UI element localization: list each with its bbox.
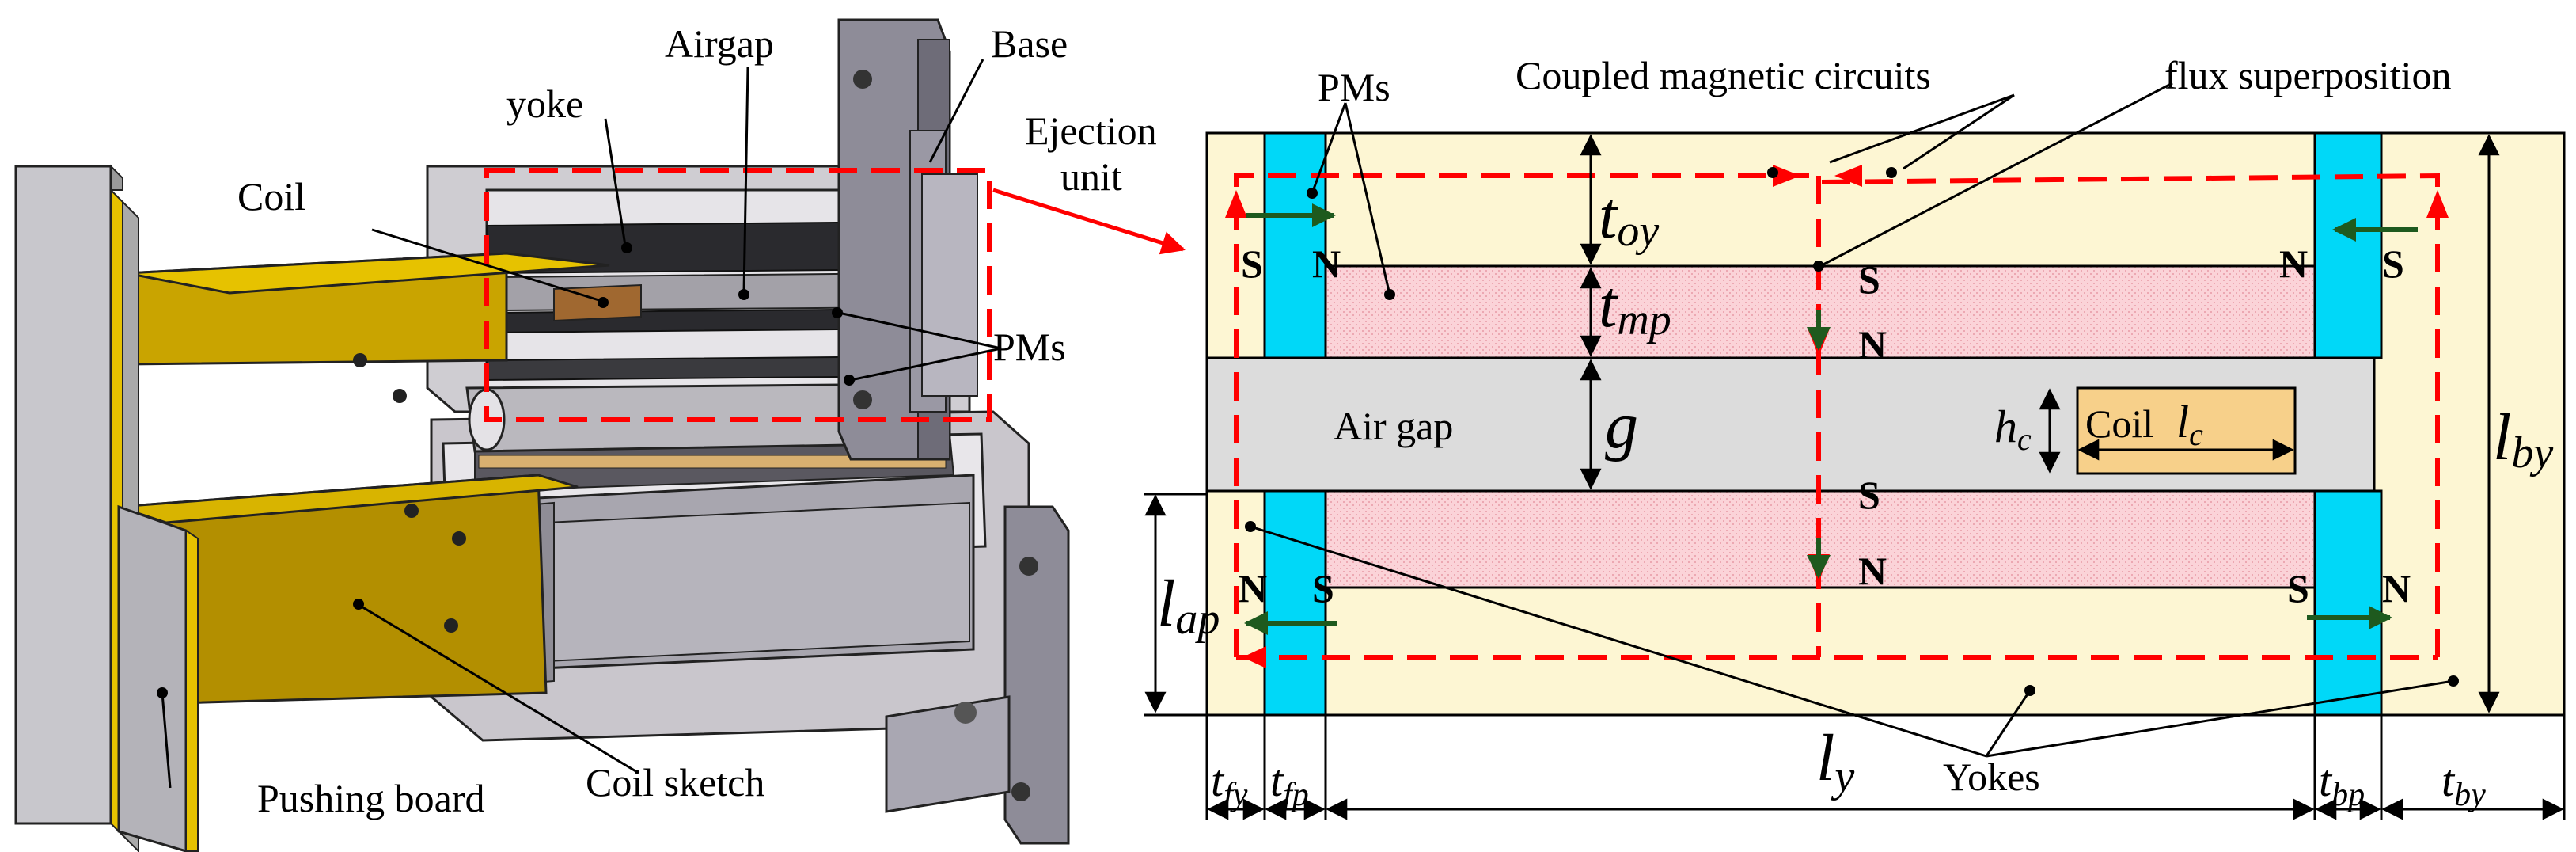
coil-housing xyxy=(506,474,975,687)
ejection-unit-highlight xyxy=(484,168,992,422)
annotation-leaders xyxy=(1250,82,2454,758)
label-yoke: yoke xyxy=(506,82,583,126)
base-plate xyxy=(837,18,978,461)
pole-labels: S N N S S N S N N S S N xyxy=(1239,242,2411,610)
pole-n-magnet-bottom: N xyxy=(1858,549,1887,593)
label-coil-schematic: Coil xyxy=(2085,401,2153,446)
dimension-symbols: toy tmp g hc lc lby lap tfy tfp ly tbp t… xyxy=(1157,179,2553,813)
label-flux-superposition: flux superposition xyxy=(2164,53,2451,97)
pm-front-top xyxy=(1263,131,1327,359)
dim-t-fp: tfp xyxy=(1270,755,1309,813)
dim-l-by: lby xyxy=(2493,401,2553,477)
dim-l-ap: lap xyxy=(1157,567,1220,644)
label-pms-left: PMs xyxy=(993,325,1066,369)
pole-s-bottom-back: S xyxy=(2287,566,2309,610)
magnetic-circuit-schematic: PMs Coupled magnetic circuits flux super… xyxy=(1144,53,2566,820)
dim-h-c: hc xyxy=(1994,401,2032,457)
label-air-gap: Air gap xyxy=(1334,404,1453,448)
label-coupled-circuits: Coupled magnetic circuits xyxy=(1516,53,1931,97)
label-ejection-line1: Ejection xyxy=(1025,108,1157,153)
pm-back-top xyxy=(2313,131,2383,359)
label-base: Base xyxy=(991,21,1068,66)
label-coil-sketch: Coil sketch xyxy=(586,760,764,804)
dim-t-mp: tmp xyxy=(1599,268,1671,344)
pole-s-top-front: S xyxy=(1241,242,1263,286)
label-pms-right: PMs xyxy=(1318,65,1390,109)
pole-s-magnet-bottom: S xyxy=(1858,473,1880,517)
pm-back-bottom xyxy=(2313,489,2383,717)
pole-s-top-back: S xyxy=(2382,242,2404,286)
pole-n-bottom-back: N xyxy=(2382,566,2411,610)
pole-s-magnet-top: S xyxy=(1858,257,1880,302)
ejection-unit-3d-drawing: Base Airgap yoke Ejection unit Coil PMs … xyxy=(14,18,1186,852)
label-coil: Coil xyxy=(237,174,305,219)
dim-t-fy: tfy xyxy=(1211,755,1248,813)
label-ejection-line2: unit xyxy=(1060,154,1122,199)
dim-t-by: tby xyxy=(2441,755,2486,813)
label-airgap: Airgap xyxy=(665,21,774,66)
pole-n-top-front: N xyxy=(1312,242,1341,286)
label-yokes: Yokes xyxy=(1943,755,2040,799)
label-pushing-board: Pushing board xyxy=(257,776,485,820)
dim-t-bp: tbp xyxy=(2319,755,2365,813)
annotation-dots xyxy=(1245,167,2459,696)
pushing-rods xyxy=(117,252,610,706)
dim-t-oy: toy xyxy=(1599,179,1659,256)
zoom-arrow xyxy=(992,188,1186,255)
pole-n-top-back: N xyxy=(2279,242,2308,286)
magnetization-arrows xyxy=(1244,203,2418,635)
pushing-board xyxy=(14,164,199,852)
lower-base-plate xyxy=(885,505,1070,845)
pole-n-bottom-front: N xyxy=(1239,566,1267,610)
pm-front-bottom xyxy=(1263,489,1327,717)
dimension-lines xyxy=(1144,134,2566,820)
pole-s-bottom-front: S xyxy=(1312,566,1334,610)
dim-l-c: lc xyxy=(2176,396,2203,452)
pole-n-magnet-top: N xyxy=(1858,322,1887,367)
dim-l-y: ly xyxy=(1816,721,1854,801)
dim-g: g xyxy=(1605,389,1638,462)
